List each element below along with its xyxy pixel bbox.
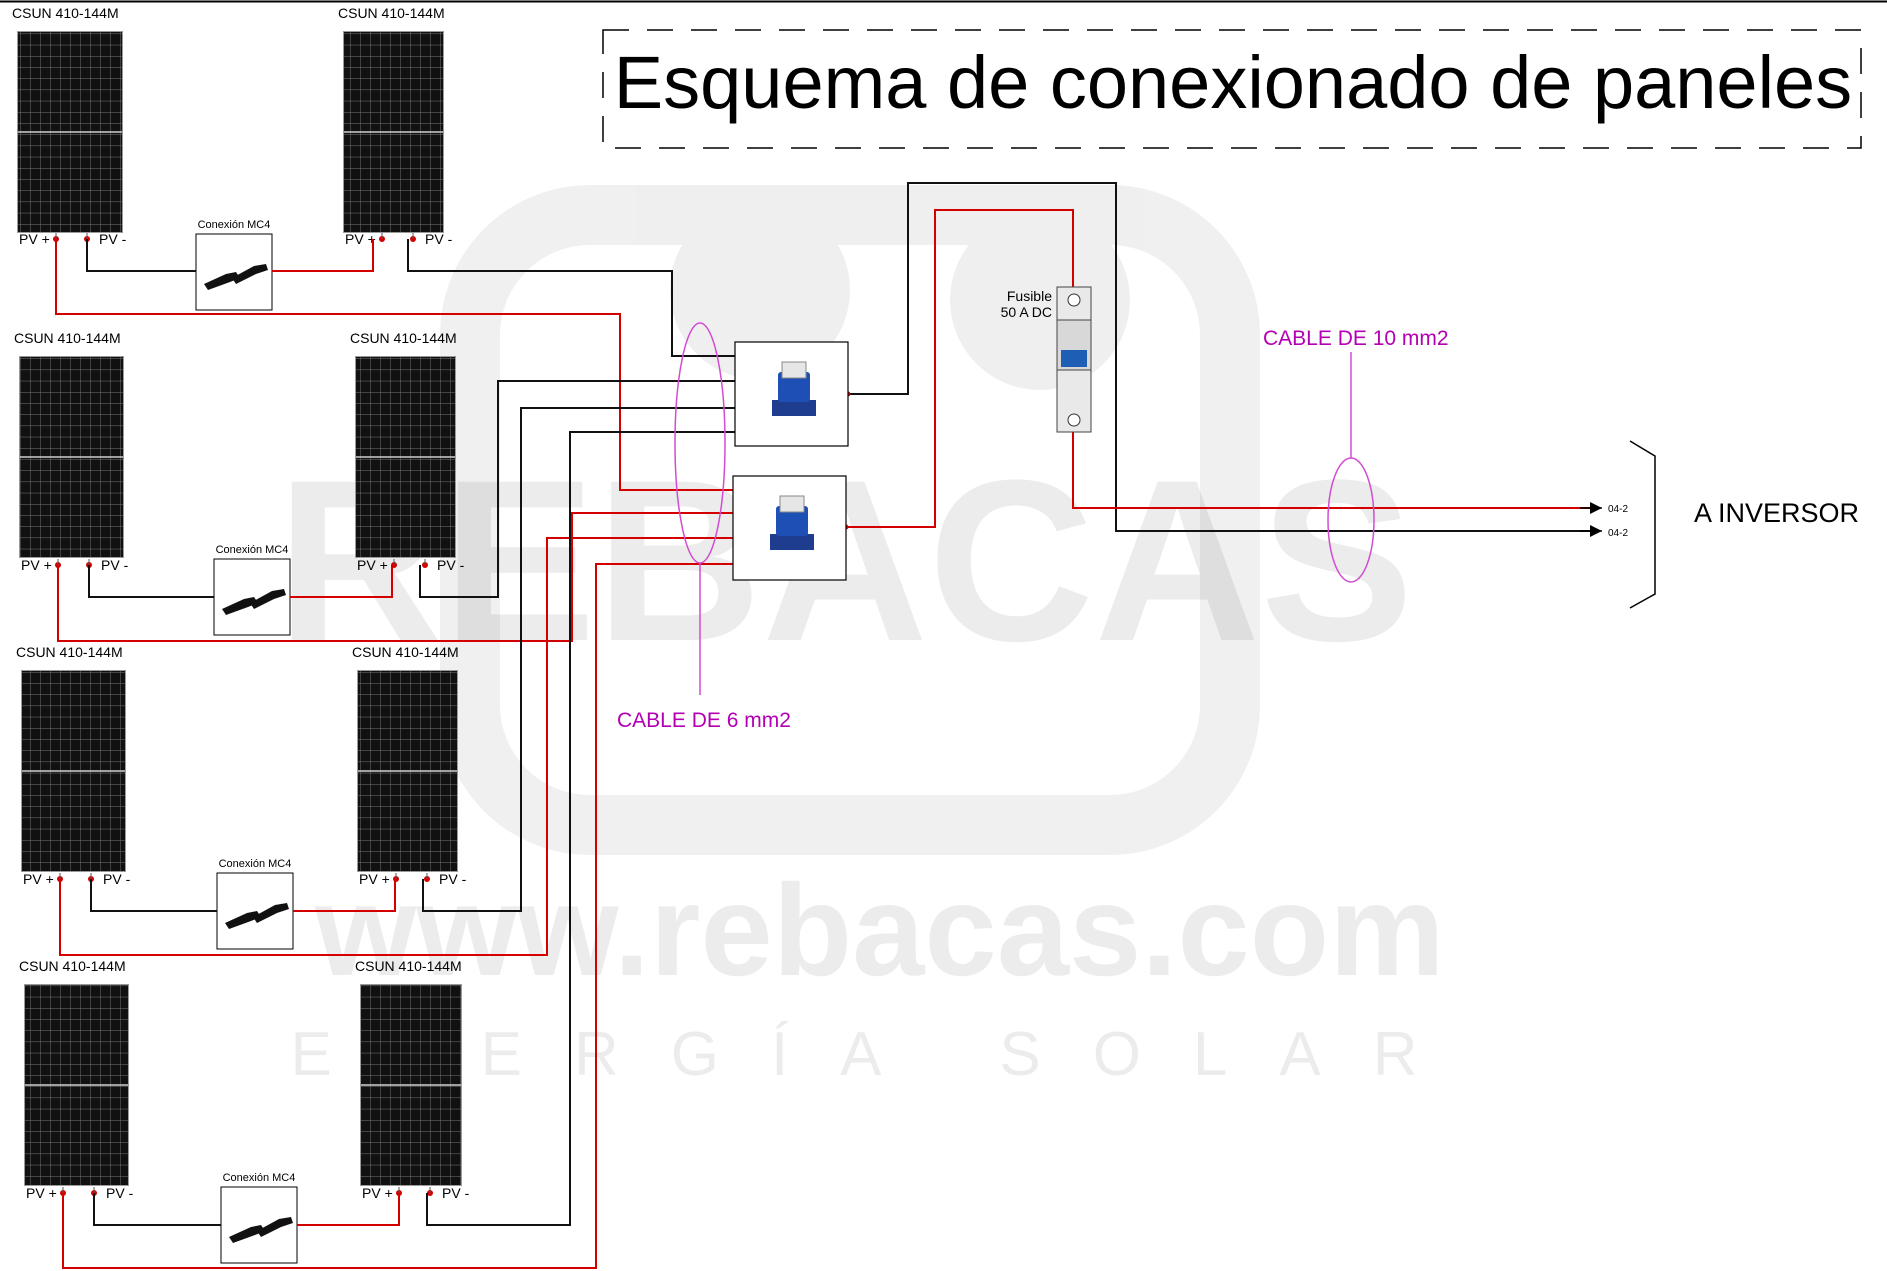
pv-minus-label: PV - [101,557,129,573]
solar-panel [17,31,123,233]
string-link-positive [290,565,393,598]
pv-minus-label: PV - [425,231,453,247]
solar-panels: CSUN 410-144M PV + PV - CSUN 410-144M PV + PV… [12,5,470,1201]
string2-positive-feed [57,512,735,642]
pv-minus-label: PV - [103,871,131,887]
cable-6-label: CABLE DE 6 mm2 [617,709,791,732]
pv-minus-label: PV - [437,557,465,573]
inverter-label: A INVERSOR [1694,498,1859,528]
watermark-text: REBACAS www.rebacas.com ENERGÍA SOLAR [276,432,1469,1089]
panel-model-label: CSUN 410-144M [14,330,121,346]
string-link-negative [88,565,214,598]
fuse-label: Fusible [1007,288,1052,304]
pv-plus-label: PV + [19,231,50,247]
solar-panel [355,356,456,558]
solar-panel [360,984,462,1186]
string-link-positive [272,239,374,272]
mc4-connector [220,1186,298,1264]
solar-panel [357,670,458,872]
title-box [602,29,1862,149]
pv-minus-label: PV - [106,1185,134,1201]
string-link-negative [86,239,196,272]
mc4-label: Conexión MC4 [198,219,271,231]
pv-plus-label: PV + [362,1185,393,1201]
diagram-title: Esquema de conexionado de paneles [614,41,1852,124]
positive-bus-block [732,475,847,581]
terminal-ref-positive: 04-2 [1608,504,1628,515]
pv-plus-label: PV + [21,557,52,573]
mc4-label: Conexión MC4 [223,1172,296,1184]
watermark-tagline: ENERGÍA SOLAR [290,1020,1469,1089]
panel-model-label: CSUN 410-144M [338,5,445,21]
string1-negative-feed [407,239,737,357]
mc4-connector [213,558,291,636]
panel-model-label: CSUN 410-144M [16,644,123,660]
watermark-url: www.rebacas.com [314,857,1445,1003]
pv-plus-label: PV + [23,871,54,887]
pv-plus-label: PV + [357,557,388,573]
fuse-rating: 50 A DC [1001,304,1052,320]
string2-negative-feed [419,380,737,598]
pv-plus-label: PV + [345,231,376,247]
wiring [55,182,1602,1269]
solar-panel [24,984,129,1186]
panel-model-label: CSUN 410-144M [355,958,462,974]
inverter-bracket [1629,440,1656,609]
panel-model-label: CSUN 410-144M [352,644,459,660]
panel-model-label: CSUN 410-144M [350,330,457,346]
solar-panel [21,670,126,872]
main-positive-to-fuse [846,209,1074,528]
string4-negative-feed [426,431,737,1226]
pv-plus-label: PV + [359,871,390,887]
fuse-to-inverter-positive [1072,432,1590,509]
mc4-connector [216,872,294,950]
solar-panel [343,31,444,233]
panel-model-label: CSUN 410-144M [19,958,126,974]
panel-model-label: CSUN 410-144M [12,5,119,21]
negative-bus-block [734,341,849,447]
terminal-ref-negative: 04-2 [1608,528,1628,539]
string-link-negative [90,879,217,912]
mc4-label: Conexión MC4 [219,858,292,870]
string-link-negative [93,1193,221,1226]
mc4-label: Conexión MC4 [216,544,289,556]
pv-minus-label: PV - [442,1185,470,1201]
string1-positive-feed [55,239,735,491]
pv-plus-label: PV + [26,1185,57,1201]
fuse-holder [1056,286,1092,433]
cable-10-label: CABLE DE 10 mm2 [1263,327,1449,350]
solar-panel [19,356,124,558]
mc4-connector [195,233,273,311]
string3-positive-feed [59,537,735,956]
string3-negative-feed [422,407,737,912]
string-link-positive [293,879,396,912]
string4-positive-feed [62,563,735,1269]
string-link-positive [297,1193,400,1226]
pv-minus-label: PV - [99,231,127,247]
pv-minus-label: PV - [439,871,467,887]
main-negative-output [848,182,1590,532]
